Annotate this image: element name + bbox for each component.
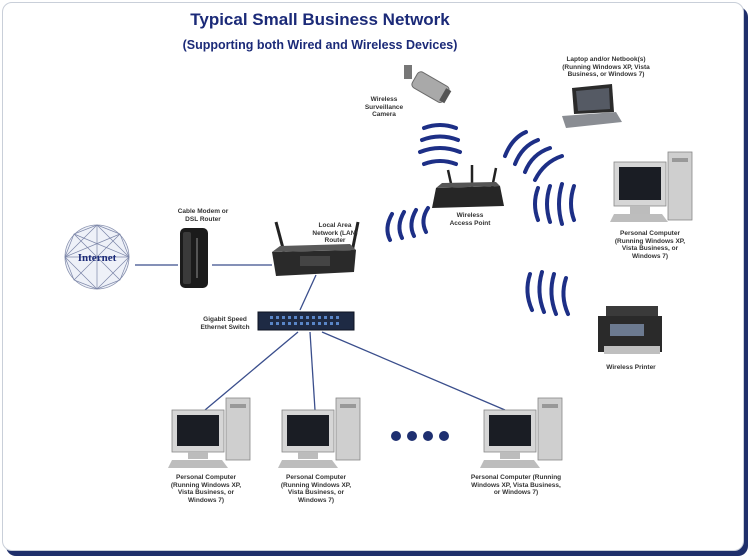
connections bbox=[135, 264, 506, 411]
camera-label: Wireless Surveillance Camera bbox=[364, 96, 404, 118]
wired-pc-1-icon bbox=[168, 397, 251, 468]
modem-icon bbox=[180, 228, 208, 288]
switch-label: Gigabit Speed Ethernet Switch bbox=[200, 316, 250, 331]
wired-pc-3-icon bbox=[480, 397, 563, 468]
printer-icon bbox=[598, 306, 662, 354]
router-icon bbox=[272, 221, 360, 276]
wave-ap-pc bbox=[533, 182, 576, 226]
access-point-label: Wireless Access Point bbox=[449, 212, 491, 227]
wired-pc-2-label: Personal Computer (Running Windows XP, V… bbox=[280, 474, 352, 504]
internet-icon bbox=[64, 224, 130, 290]
link-router-switch bbox=[299, 274, 317, 311]
switch-icon bbox=[257, 311, 355, 331]
wave-ap-router bbox=[385, 206, 430, 242]
modem-label: Cable Modem or DSL Router bbox=[177, 208, 229, 223]
page-title: Typical Small Business Network bbox=[190, 10, 450, 29]
link-switch-pc2 bbox=[309, 331, 316, 411]
page-subtitle: (Supporting both Wired and Wireless Devi… bbox=[182, 38, 458, 52]
wave-ap-printer bbox=[525, 270, 570, 316]
laptop-label: Laptop and/or Netbook(s) (Running Window… bbox=[562, 56, 650, 78]
printer-label: Wireless Printer bbox=[606, 364, 656, 371]
wireless-pc-icon bbox=[610, 151, 693, 222]
link-switch-pc3 bbox=[321, 331, 506, 411]
wave-ap-laptop bbox=[503, 130, 564, 182]
link-switch-pc1 bbox=[204, 331, 299, 411]
router-label: Local Area Network (LAN) Router bbox=[312, 222, 358, 244]
wired-pc-2-icon bbox=[278, 397, 361, 468]
access-point-icon bbox=[432, 165, 504, 208]
laptop-icon bbox=[562, 84, 622, 128]
camera-icon bbox=[404, 65, 452, 104]
wired-pc-3-label: Personal Computer (Running Windows XP, V… bbox=[470, 474, 562, 496]
wired-pc-1-label: Personal Computer (Running Windows XP, V… bbox=[170, 474, 242, 504]
wave-ap-camera bbox=[418, 123, 462, 166]
more-computers-dots bbox=[391, 431, 449, 441]
internet-label: Internet bbox=[78, 252, 117, 264]
wireless-pc-label: Personal Computer (Running Windows XP, V… bbox=[614, 230, 686, 260]
diagram-frame bbox=[2, 2, 744, 551]
